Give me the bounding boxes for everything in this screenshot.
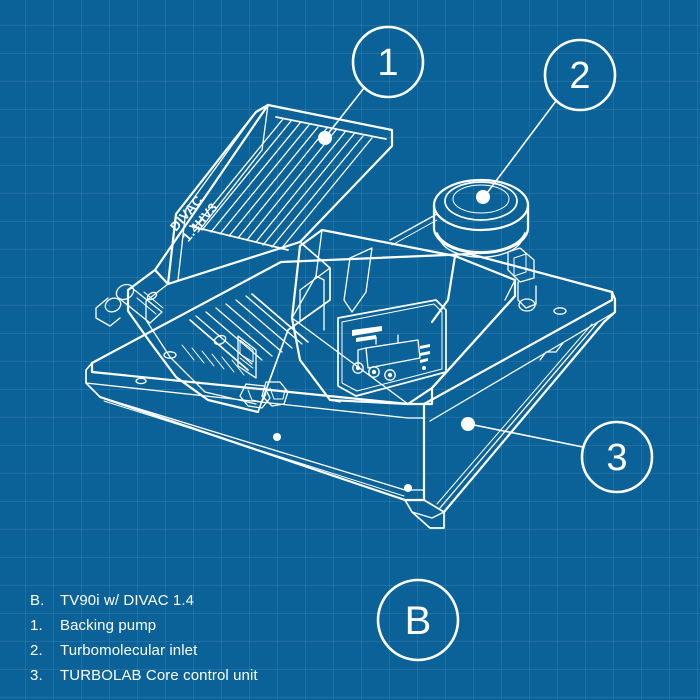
callout-2-circle[interactable] (543, 38, 617, 112)
legend: B. TV90i w/ DIVAC 1.4 1. Backing pump 2.… (30, 588, 258, 688)
inlet-clamp (507, 247, 537, 312)
callout-2-anchor-dot (476, 190, 490, 204)
callout-2-leader (486, 100, 557, 194)
callout-1[interactable]: 1 (318, 25, 425, 145)
legend-row: 3. TURBOLAB Core control unit (30, 663, 258, 688)
pump-mount-bracket (239, 381, 289, 409)
figure-badge[interactable]: B (376, 578, 460, 662)
control-unit (290, 228, 517, 406)
legend-value: Backing pump (60, 617, 157, 634)
callout-3[interactable]: 3 (461, 417, 654, 494)
callout-3-leader (473, 424, 584, 448)
legend-row: 2. Turbomolecular inlet (30, 638, 258, 663)
callout-3-circle[interactable] (580, 420, 654, 494)
callout-1-anchor-dot (318, 131, 332, 145)
callout-2[interactable]: 2 (476, 38, 617, 204)
base-platform (85, 252, 617, 529)
legend-row: 1. Backing pump (30, 613, 258, 638)
legend-key: 3. (30, 667, 43, 684)
legend-value: Turbomolecular inlet (60, 642, 198, 659)
legend-value: TURBOLAB Core control unit (60, 667, 258, 684)
callout-2-number: 2 (569, 55, 590, 97)
hose-connector (95, 283, 164, 327)
legend-key: B. (30, 592, 45, 609)
figure-badge-circle[interactable] (376, 578, 460, 662)
turbomolecular-inlet (389, 178, 537, 312)
callout-3-number: 3 (606, 437, 627, 479)
callout-1-circle[interactable] (351, 25, 425, 99)
legend-value: TV90i w/ DIVAC 1.4 (60, 592, 195, 609)
callout-3-anchor-dot (461, 417, 475, 431)
legend-row: B. TV90i w/ DIVAC 1.4 (30, 588, 258, 613)
callout-1-number: 1 (377, 42, 398, 84)
control-panel (337, 299, 447, 397)
callout-1-leader (326, 87, 365, 136)
figure-badge-letter: B (405, 599, 432, 643)
legend-key: 1. (30, 617, 43, 634)
legend-key: 2. (30, 642, 43, 659)
